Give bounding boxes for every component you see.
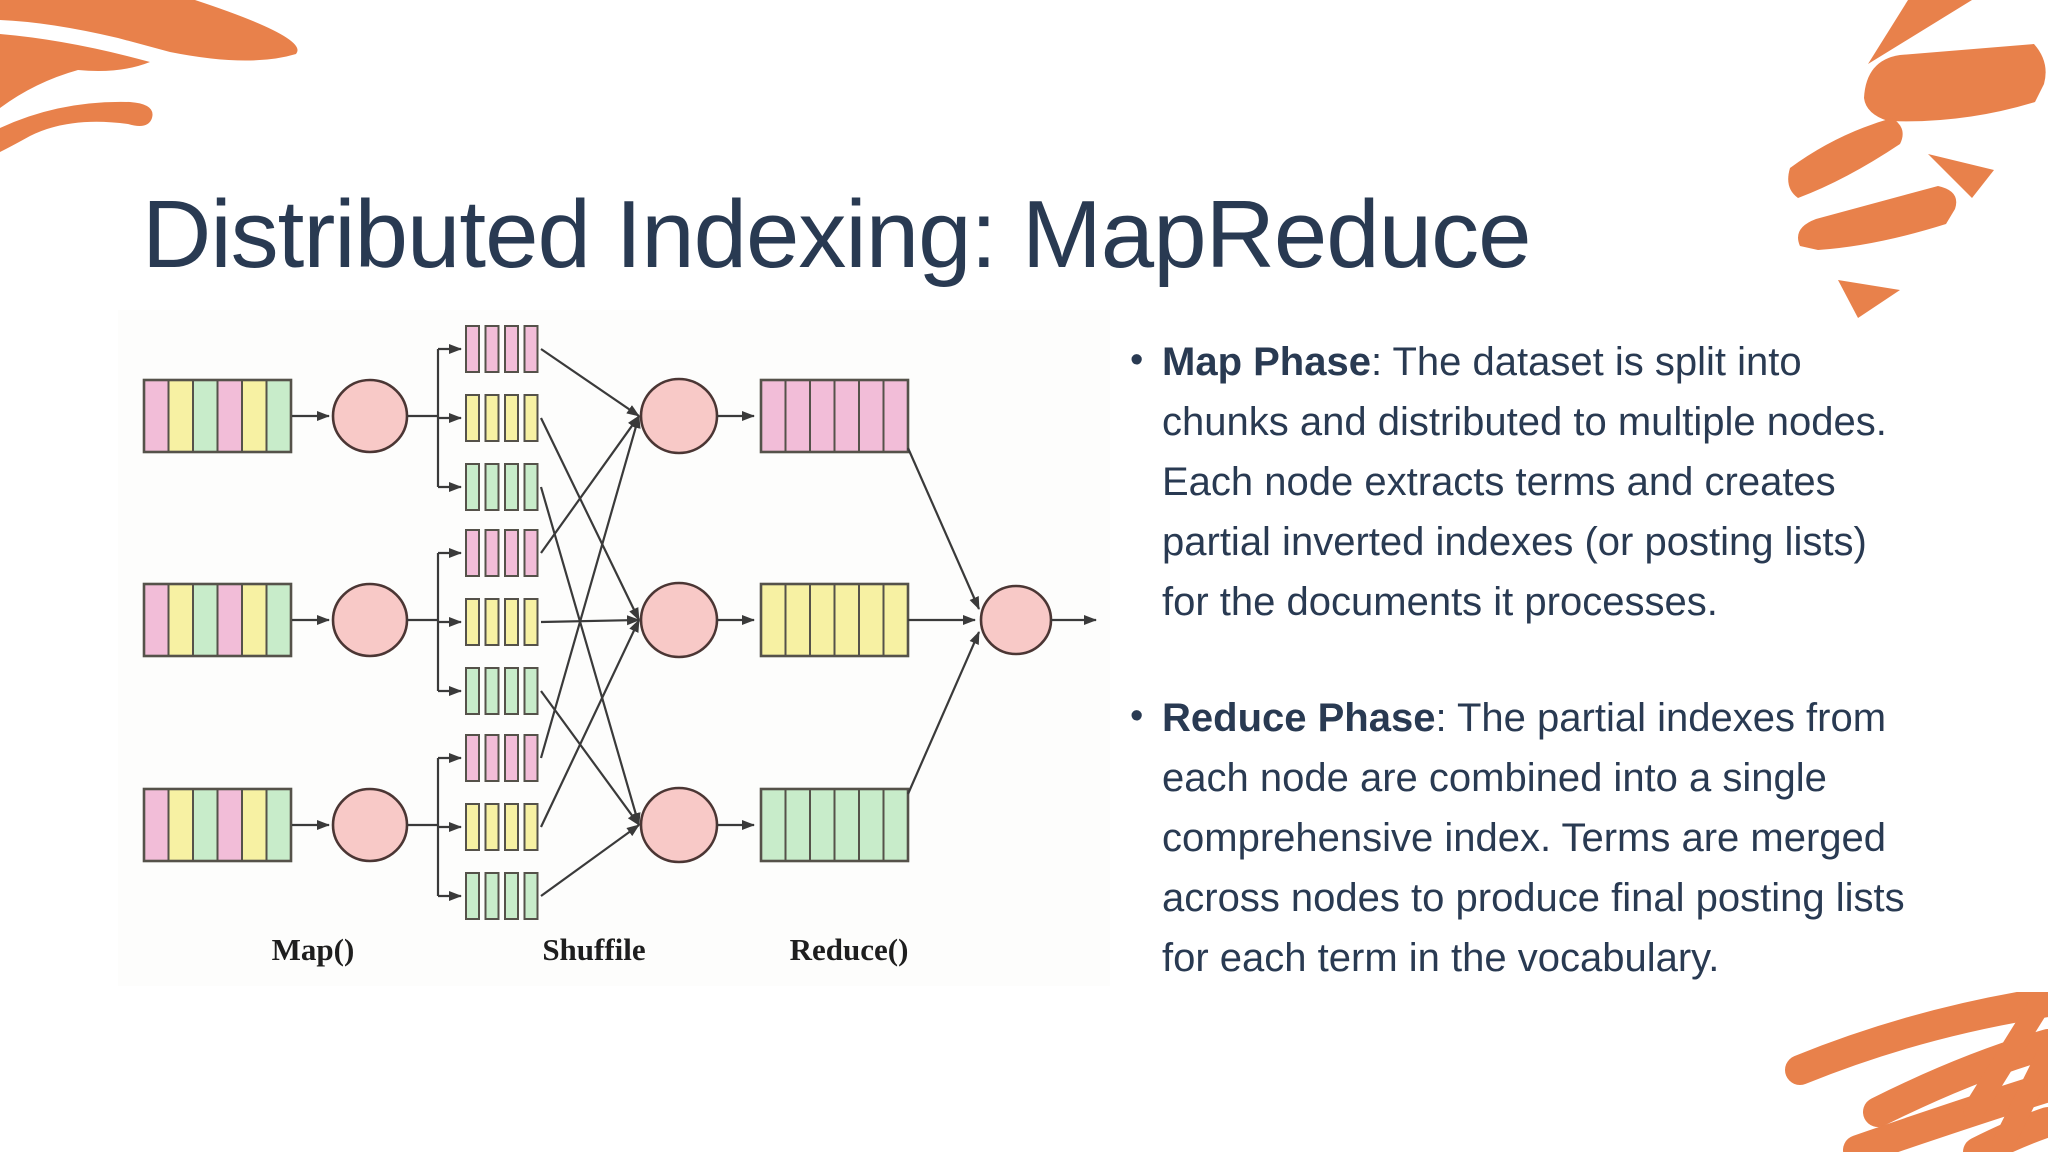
bullet-line: partial inverted indexes (or posting lis… bbox=[1162, 520, 1867, 564]
brush-stroke-bottom-right bbox=[1785, 992, 2048, 1152]
label-shuffle: Shuffile bbox=[542, 932, 645, 967]
bullet-line: Each node extracts terms and creates bbox=[1162, 460, 1836, 504]
label-map: Map() bbox=[272, 932, 355, 967]
bullet-line: for the documents it processes. bbox=[1162, 580, 1718, 624]
bullet-line: chunks and distributed to multiple nodes… bbox=[1162, 400, 1887, 444]
bullet-item: Reduce Phase: The partial indexes from ea… bbox=[1128, 686, 2020, 988]
bullet-line: each node are combined into a single bbox=[1162, 756, 1827, 800]
bullet-line: for each term in the vocabulary. bbox=[1162, 936, 1720, 980]
brush-stroke-top-right bbox=[1788, 0, 2046, 318]
bullet-list: Map Phase: The dataset is split into chun… bbox=[1128, 330, 2020, 988]
bullet-line: comprehensive index. Terms are merged bbox=[1162, 816, 1887, 860]
mapreduce-diagram-svg: Map() Shuffile Reduce() bbox=[142, 325, 1097, 967]
brush-stroke-top-left bbox=[0, 0, 298, 152]
mapreduce-diagram: Map() Shuffile Reduce() bbox=[118, 310, 1110, 986]
bullet-heading: Map Phase bbox=[1162, 340, 1371, 384]
bullet-heading: Reduce Phase bbox=[1162, 696, 1436, 740]
page-title: Distributed Indexing: MapReduce bbox=[142, 181, 1531, 289]
bullet-line: across nodes to produce final posting li… bbox=[1162, 876, 1905, 920]
bullet-line: : The partial indexes from bbox=[1435, 696, 1887, 740]
bullet-item: Map Phase: The dataset is split into chun… bbox=[1128, 330, 2020, 632]
label-reduce: Reduce() bbox=[790, 932, 909, 967]
bullet-line: : The dataset is split into bbox=[1370, 340, 1802, 384]
